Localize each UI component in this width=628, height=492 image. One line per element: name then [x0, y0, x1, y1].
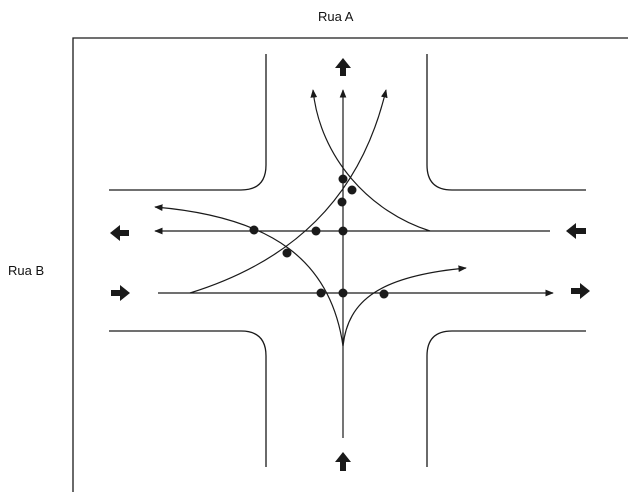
curb-bottom-left [109, 330, 267, 467]
direction-arrow-west-right [566, 223, 586, 239]
direction-arrow-east-left [111, 285, 130, 301]
direction-arrow-west-left [110, 225, 129, 241]
street-a-label: Rua A [318, 9, 354, 24]
conflict-point [338, 174, 348, 184]
frame [72, 37, 628, 492]
path-east-left-turn [189, 89, 388, 294]
curb-top-right [426, 54, 586, 191]
path-north-right-turn [342, 265, 467, 347]
conflict-point [337, 197, 347, 207]
street-b-label: Rua B [8, 263, 45, 278]
direction-arrow-east-right [571, 283, 590, 299]
conflict-point [338, 226, 348, 236]
conflict-point [249, 225, 259, 235]
conflict-point [338, 288, 348, 298]
conflict-point [316, 288, 326, 298]
conflict-point [282, 248, 292, 258]
conflict-point [379, 289, 389, 299]
direction-arrow-north-top [335, 58, 351, 76]
path-north-left-turn [154, 204, 344, 347]
curb-top-left [109, 54, 267, 191]
direction-arrow-north-bottom [335, 452, 351, 471]
curb-bottom-right [426, 330, 586, 467]
path-west-right-turn [310, 89, 431, 232]
conflict-point [347, 185, 357, 195]
conflict-point [311, 226, 321, 236]
